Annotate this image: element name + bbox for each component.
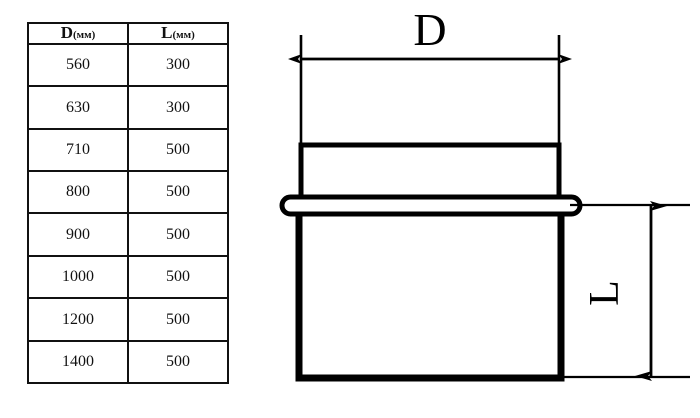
table-row: 1000 500 <box>27 254 229 300</box>
cell-l: 500 <box>127 169 229 215</box>
cell-d: 1200 <box>27 297 129 342</box>
column-header-d-symbol: D <box>60 23 73 42</box>
column-header-l: L(мм) <box>127 22 229 45</box>
dimension-label-l: L <box>582 280 628 306</box>
l-extension-lines <box>561 203 690 379</box>
table-row: 1200 500 <box>27 297 229 342</box>
table-header-row: D(мм) L(мм) <box>27 22 229 45</box>
table-row: 710 500 <box>27 127 229 172</box>
pipe-spigot-section <box>298 142 562 206</box>
cell-l: 300 <box>127 42 229 88</box>
column-header-d: D(мм) <box>27 22 129 45</box>
sealing-ring-gasket <box>279 194 583 217</box>
cell-l: 500 <box>127 297 229 342</box>
column-header-l-symbol: L <box>161 23 173 42</box>
table-row: 560 300 <box>27 42 229 88</box>
cell-d: 710 <box>27 127 129 172</box>
column-header-l-unit: (мм) <box>172 29 195 41</box>
table-row: 630 300 <box>27 85 229 130</box>
pipe-section-drawing: D L <box>270 0 700 418</box>
column-header-d-unit: (мм) <box>72 29 96 41</box>
table-row: 900 500 <box>27 212 229 257</box>
dimension-table: D(мм) L(мм) 560 300 630 300 710 500 <box>27 22 229 385</box>
cell-d: 900 <box>27 212 129 257</box>
d-extension-lines <box>299 35 561 147</box>
cell-d: 560 <box>27 42 129 88</box>
cell-d: 800 <box>27 169 129 215</box>
cell-d: 1000 <box>27 254 129 300</box>
cell-l: 500 <box>127 339 229 385</box>
table-header: D(мм) L(мм) <box>27 22 229 45</box>
cell-l: 500 <box>127 127 229 172</box>
table-row: 1400 500 <box>27 339 229 385</box>
dimension-table-container: D(мм) L(мм) 560 300 630 300 710 500 <box>27 22 229 385</box>
pipe-body-section <box>295 199 565 382</box>
cell-d: 1400 <box>27 339 129 385</box>
table-body: 560 300 630 300 710 500 800 500 900 50 <box>27 42 229 385</box>
cell-l: 500 <box>127 254 229 300</box>
table-row: 800 500 <box>27 169 229 215</box>
cell-l: 500 <box>127 212 229 257</box>
cell-d: 630 <box>27 85 129 130</box>
cell-l: 300 <box>127 85 229 130</box>
dimension-label-d: D <box>413 4 446 55</box>
